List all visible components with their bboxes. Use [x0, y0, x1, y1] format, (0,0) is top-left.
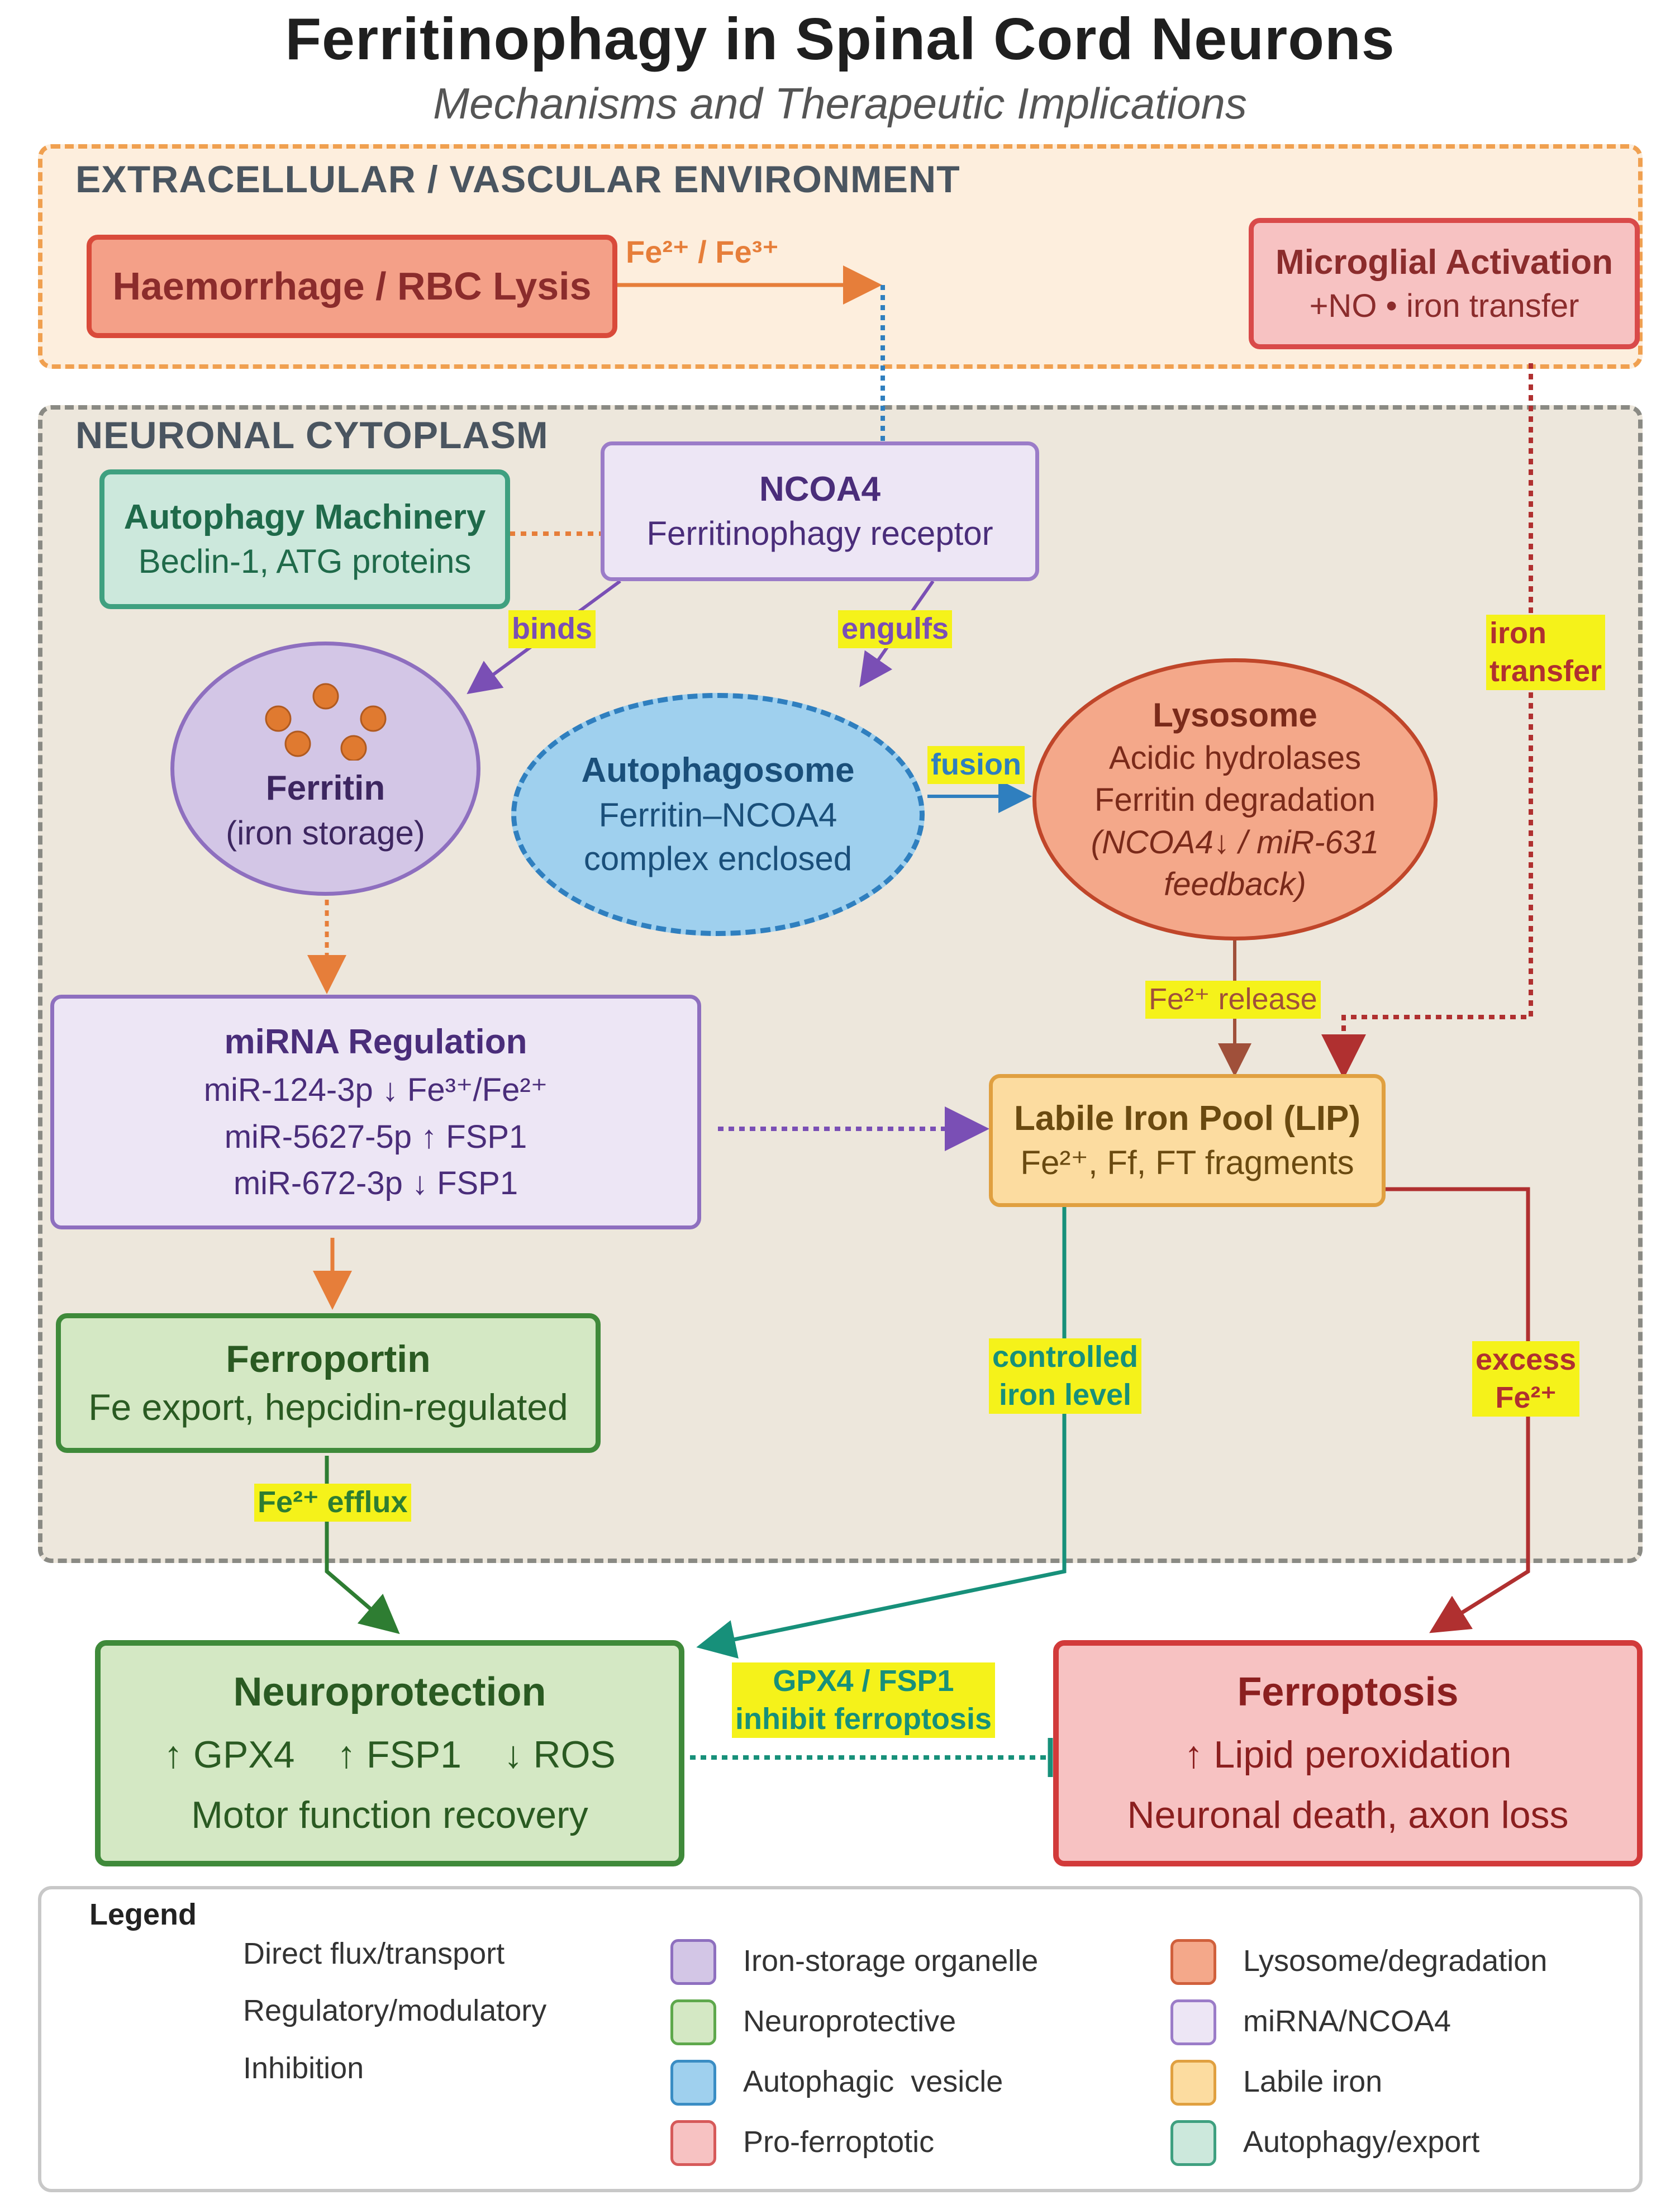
controlled-iron-label-line1: controlled	[992, 1340, 1139, 1374]
ferroportin-title: Ferroportin	[226, 1337, 431, 1380]
lip-node: Labile Iron Pool (LIP) Fe²⁺, Ff, FT frag…	[989, 1074, 1386, 1207]
ferritin-title: Ferritin	[265, 769, 386, 808]
ncoa4-node: NCOA4 Ferritinophagy receptor	[601, 441, 1039, 581]
haemorrhage-node: Haemorrhage / RBC Lysis	[87, 235, 617, 338]
extracellular-region-label: EXTRACELLULAR / VASCULAR ENVIRONMENT	[75, 158, 960, 201]
legend-swatch-autophagy-export	[1170, 2120, 1216, 2166]
legend-swatch-lysosome	[1170, 1939, 1216, 1985]
autophagosome-line1: Ferritin–NCOA4	[598, 796, 837, 834]
microglia-node: Microglial Activation +NO • iron transfe…	[1249, 218, 1640, 349]
legend-swatch-neuroprotective	[670, 1999, 716, 2045]
iron-transfer-label-line1: iron	[1489, 616, 1546, 650]
microglia-title: Microglial Activation	[1275, 243, 1613, 282]
autophagosome-line2: complex enclosed	[583, 839, 853, 877]
autophagosome-title: Autophagosome	[581, 751, 855, 790]
mirna-line1: miR-124-3p ↓ Fe³⁺/Fe²⁺	[203, 1072, 548, 1109]
mirna-line2: miR-5627-5p ↑ FSP1	[224, 1118, 527, 1155]
legend-swatch-mirna	[1170, 1999, 1216, 2045]
excess-iron-label-line1: excess	[1476, 1343, 1577, 1376]
binds-label: binds	[508, 610, 596, 648]
inhibit-label: GPX4 / FSP1 inhibit ferroptosis	[732, 1662, 995, 1738]
fusion-label: fusion	[927, 746, 1025, 784]
legend-label-labile-iron: Labile iron	[1243, 2065, 1383, 2098]
autophagy-line1: Beclin-1, ATG proteins	[138, 543, 472, 581]
fe-ions-label: Fe²⁺ / Fe³⁺	[626, 234, 779, 269]
neuroprotection-line2: Motor function recovery	[191, 1794, 588, 1837]
ferroptosis-title: Ferroptosis	[1237, 1670, 1459, 1715]
controlled-iron-label: controlled iron level	[989, 1338, 1142, 1414]
iron-particles-icon	[265, 683, 386, 762]
legend-label-lysosome: Lysosome/degradation	[1243, 1944, 1548, 1978]
legend-label-iron-storage: Iron-storage organelle	[743, 1944, 1039, 1978]
legend-panel	[38, 1886, 1643, 2192]
lysosome-line4: feedback)	[1164, 866, 1306, 902]
legend-title: Legend	[89, 1898, 197, 1931]
page-title: Ferritinophagy in Spinal Cord Neurons	[285, 6, 1395, 72]
autophagy-title: Autophagy Machinery	[123, 497, 486, 536]
neuroprotection-line1: ↑ GPX4 ↑ FSP1 ↓ ROS	[164, 1733, 616, 1776]
fe-release-label: Fe²⁺ release	[1145, 981, 1321, 1019]
ferroportin-line1: Fe export, hepcidin-regulated	[88, 1386, 568, 1428]
mirna-line3: miR-672-3p ↓ FSP1	[233, 1165, 518, 1201]
efflux-arrow	[325, 1456, 400, 1635]
ferritin-node: Ferritin (iron storage)	[170, 642, 480, 896]
cytoplasm-region-label: NEURONAL CYTOPLASM	[75, 414, 549, 457]
lysosome-line2: Ferritin degradation	[1094, 782, 1376, 819]
page-subtitle: Mechanisms and Therapeutic Implications	[433, 79, 1247, 128]
excess-iron-label: excess Fe²⁺	[1472, 1341, 1580, 1417]
ferroptosis-node: Ferroptosis ↑ Lipid peroxidation Neurona…	[1053, 1640, 1643, 1866]
legend-swatch-autophagic-vesicle	[670, 2060, 716, 2106]
efflux-label: Fe²⁺ efflux	[254, 1484, 411, 1522]
ferritin-iron-core	[253, 682, 398, 762]
ferroptosis-line2: Neuronal death, axon loss	[1127, 1794, 1569, 1837]
lysosome-node: Lysosome Acidic hydrolases Ferritin degr…	[1032, 658, 1438, 940]
iron-transfer-label-line2: transfer	[1489, 654, 1602, 688]
microglia-line1: +NO • iron transfer	[1309, 288, 1579, 325]
autophagy-node: Autophagy Machinery Beclin-1, ATG protei…	[99, 469, 510, 609]
legend-inhibition-label: Inhibition	[243, 2051, 364, 2085]
iron-transfer-arrow	[1321, 363, 1533, 1079]
autophagosome-node: Autophagosome Ferritin–NCOA4 complex enc…	[511, 693, 925, 936]
inhibit-label-line2: inhibit ferroptosis	[735, 1702, 992, 1736]
legend-label-mirna: miRNA/NCOA4	[1243, 2004, 1451, 2038]
ferroptosis-line1: ↑ Lipid peroxidation	[1184, 1733, 1512, 1776]
ncoa4-title: NCOA4	[759, 469, 881, 509]
legend-label-pro-ferroptotic: Pro-ferroptotic	[743, 2125, 935, 2159]
legend-swatch-iron-storage	[670, 1939, 716, 1985]
neuroprotection-title: Neuroprotection	[233, 1670, 546, 1715]
legend-direct-label: Direct flux/transport	[243, 1937, 505, 1970]
engulfs-label: engulfs	[838, 610, 953, 648]
legend-label-autophagic-vesicle: Autophagic vesicle	[743, 2065, 1003, 2098]
legend-label-neuroprotective: Neuroprotective	[743, 2004, 956, 2038]
lip-title: Labile Iron Pool (LIP)	[1014, 1099, 1360, 1138]
legend-swatch-pro-ferroptotic	[670, 2120, 716, 2166]
legend-regulatory-label: Regulatory/modulatory	[243, 1994, 547, 2027]
ferritin-line1: (iron storage)	[226, 814, 425, 852]
lysosome-line3: (NCOA4↓ / miR-631	[1091, 824, 1379, 861]
ferroportin-node: Ferroportin Fe export, hepcidin-regulate…	[56, 1313, 601, 1453]
mirna-node: miRNA Regulation miR-124-3p ↓ Fe³⁺/Fe²⁺ …	[50, 995, 701, 1229]
mirna-title: miRNA Regulation	[224, 1022, 527, 1061]
controlled-iron-label-line2: iron level	[998, 1377, 1132, 1412]
ncoa4-line1: Ferritinophagy receptor	[646, 515, 993, 553]
iron-transfer-label: iron transfer	[1486, 615, 1606, 690]
haemorrhage-title: Haemorrhage / RBC Lysis	[112, 264, 592, 308]
neuroprotection-node: Neuroprotection ↑ GPX4 ↑ FSP1 ↓ ROS Moto…	[95, 1640, 684, 1866]
legend-label-autophagy-export: Autophagy/export	[1243, 2125, 1480, 2159]
lysosome-line1: Acidic hydrolases	[1108, 739, 1362, 776]
inhibit-label-line1: GPX4 / FSP1	[773, 1664, 954, 1698]
excess-iron-label-line2: Fe²⁺	[1495, 1380, 1557, 1414]
lip-line1: Fe²⁺, Ff, FT fragments	[1020, 1144, 1354, 1182]
lysosome-title: Lysosome	[1153, 696, 1317, 734]
legend-swatch-labile-iron	[1170, 2060, 1216, 2106]
controlled-iron-arrow	[696, 1207, 1067, 1659]
